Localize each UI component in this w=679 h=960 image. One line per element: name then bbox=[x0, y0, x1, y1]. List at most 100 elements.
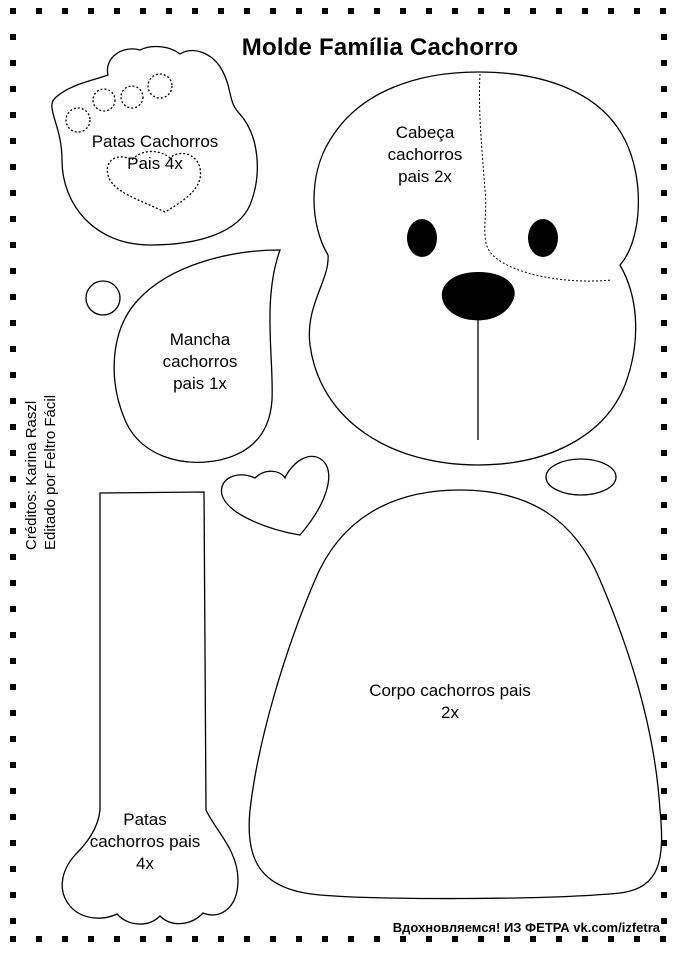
border-dot bbox=[10, 8, 16, 14]
border-dot bbox=[661, 268, 667, 274]
border-dot bbox=[10, 346, 16, 352]
left-eye bbox=[407, 219, 437, 257]
border-dot bbox=[661, 242, 667, 248]
spot-label-line-1: Mancha bbox=[169, 330, 231, 349]
paw-toe-1 bbox=[65, 107, 91, 133]
spot-label-line-2: cachorros bbox=[162, 352, 238, 371]
body-label: Corpo cachorros pais 2x bbox=[340, 680, 560, 724]
border-dot bbox=[36, 936, 42, 942]
border-dot bbox=[348, 8, 354, 14]
border-dot bbox=[10, 502, 16, 508]
head-label-line-1: Cabeça bbox=[395, 123, 455, 142]
border-dot bbox=[661, 398, 667, 404]
leg-label-line-2: cachorros pais bbox=[89, 832, 201, 851]
border-dot bbox=[10, 936, 16, 942]
border-dot bbox=[661, 138, 667, 144]
heart-piece bbox=[220, 455, 330, 536]
border-dot bbox=[660, 8, 666, 14]
border-dot bbox=[10, 736, 16, 742]
border-dot bbox=[582, 936, 588, 942]
border-dot bbox=[322, 936, 328, 942]
border-dot bbox=[661, 918, 667, 924]
credits-author: Créditos: Karina Raszl bbox=[23, 400, 40, 550]
border-dot bbox=[661, 710, 667, 716]
border-dot bbox=[556, 8, 562, 14]
dotted-border bbox=[10, 8, 667, 942]
border-dot bbox=[10, 216, 16, 222]
border-dot bbox=[426, 8, 432, 14]
border-dot bbox=[661, 476, 667, 482]
border-dot bbox=[661, 892, 667, 898]
spot-piece bbox=[113, 249, 281, 463]
border-dot bbox=[608, 8, 614, 14]
body-piece bbox=[248, 489, 663, 900]
border-dot bbox=[530, 8, 536, 14]
body-label-line-1: Corpo cachorros pais bbox=[369, 681, 531, 700]
paw-print-label-line-2: Pais 4x bbox=[127, 154, 183, 173]
border-dot bbox=[661, 840, 667, 846]
border-dot bbox=[661, 34, 667, 40]
border-dot bbox=[10, 918, 16, 924]
border-dot bbox=[10, 814, 16, 820]
border-dot bbox=[140, 8, 146, 14]
border-dot bbox=[374, 8, 380, 14]
credits: Créditos: Karina Raszl Editado por Feltr… bbox=[22, 330, 60, 550]
border-dot bbox=[634, 936, 640, 942]
border-dot bbox=[661, 190, 667, 196]
border-dot bbox=[478, 8, 484, 14]
border-dot bbox=[192, 936, 198, 942]
border-dot bbox=[661, 86, 667, 92]
border-dot bbox=[452, 8, 458, 14]
border-dot bbox=[661, 450, 667, 456]
credits-editor: Editado por Feltro Fácil bbox=[42, 394, 59, 550]
head-outline bbox=[308, 71, 639, 466]
border-dot bbox=[608, 936, 614, 942]
border-dot bbox=[10, 632, 16, 638]
border-dot bbox=[10, 580, 16, 586]
footer-credit: Вдохновляемся! ИЗ ФЕТРА vk.com/izfetra bbox=[392, 920, 660, 935]
border-dot bbox=[10, 268, 16, 274]
border-dot bbox=[661, 372, 667, 378]
border-dot bbox=[661, 554, 667, 560]
border-dot bbox=[296, 8, 302, 14]
paw-toe-3 bbox=[120, 85, 144, 109]
border-dot bbox=[10, 424, 16, 430]
border-dot bbox=[244, 8, 250, 14]
border-dot bbox=[426, 936, 432, 942]
border-dot bbox=[452, 936, 458, 942]
border-dot bbox=[660, 936, 666, 942]
border-dot bbox=[10, 86, 16, 92]
border-dot bbox=[10, 892, 16, 898]
border-dot bbox=[661, 424, 667, 430]
border-dot bbox=[661, 502, 667, 508]
border-dot bbox=[10, 398, 16, 404]
border-dot bbox=[478, 936, 484, 942]
head-piece bbox=[308, 71, 639, 466]
border-dot bbox=[504, 8, 510, 14]
border-dot bbox=[36, 8, 42, 14]
border-dot bbox=[348, 936, 354, 942]
border-dot bbox=[10, 866, 16, 872]
border-dot bbox=[10, 658, 16, 664]
border-dot bbox=[10, 788, 16, 794]
border-dot bbox=[582, 8, 588, 14]
border-dot bbox=[661, 320, 667, 326]
paw-toe-4 bbox=[147, 73, 173, 99]
border-dot bbox=[661, 632, 667, 638]
border-dot bbox=[218, 936, 224, 942]
border-dot bbox=[270, 8, 276, 14]
border-dot bbox=[88, 8, 94, 14]
border-dot bbox=[140, 936, 146, 942]
border-dot bbox=[10, 34, 16, 40]
border-dot bbox=[10, 450, 16, 456]
border-dot bbox=[244, 936, 250, 942]
paw-print-piece bbox=[51, 45, 258, 246]
border-dot bbox=[10, 762, 16, 768]
border-dot bbox=[661, 684, 667, 690]
border-dot bbox=[322, 8, 328, 14]
border-dot bbox=[192, 8, 198, 14]
border-dot bbox=[661, 762, 667, 768]
head-ear-patch-guide bbox=[478, 73, 613, 282]
